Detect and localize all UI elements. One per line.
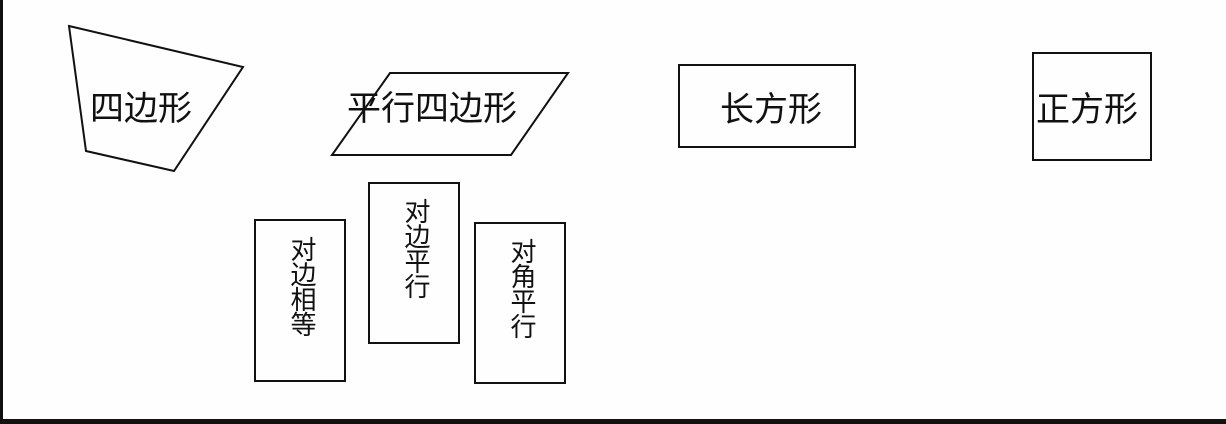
quadrilateral-label: 四边形 [90,89,192,129]
square-shape [1032,52,1152,161]
rectangle-shape [678,64,856,148]
left-border [0,0,3,424]
square-label: 正方形 [1036,90,1138,130]
parallelogram-label: 平行四边形 [347,89,517,129]
property-box-opposite-sides-equal [254,219,346,382]
bottom-border [0,419,1226,424]
property-box-opposite-angles-parallel [474,222,566,384]
quadrilateral-outline [67,24,245,173]
property-label-opposite-angles-parallel: 对角平行 [506,238,536,338]
property-label-opposite-sides-equal: 对边相等 [286,236,316,336]
parallelogram-outline [330,72,570,156]
property-box-opposite-sides-parallel [368,182,460,344]
property-label-opposite-sides-parallel: 对边平行 [400,198,430,298]
rectangle-label: 长方形 [720,90,822,130]
